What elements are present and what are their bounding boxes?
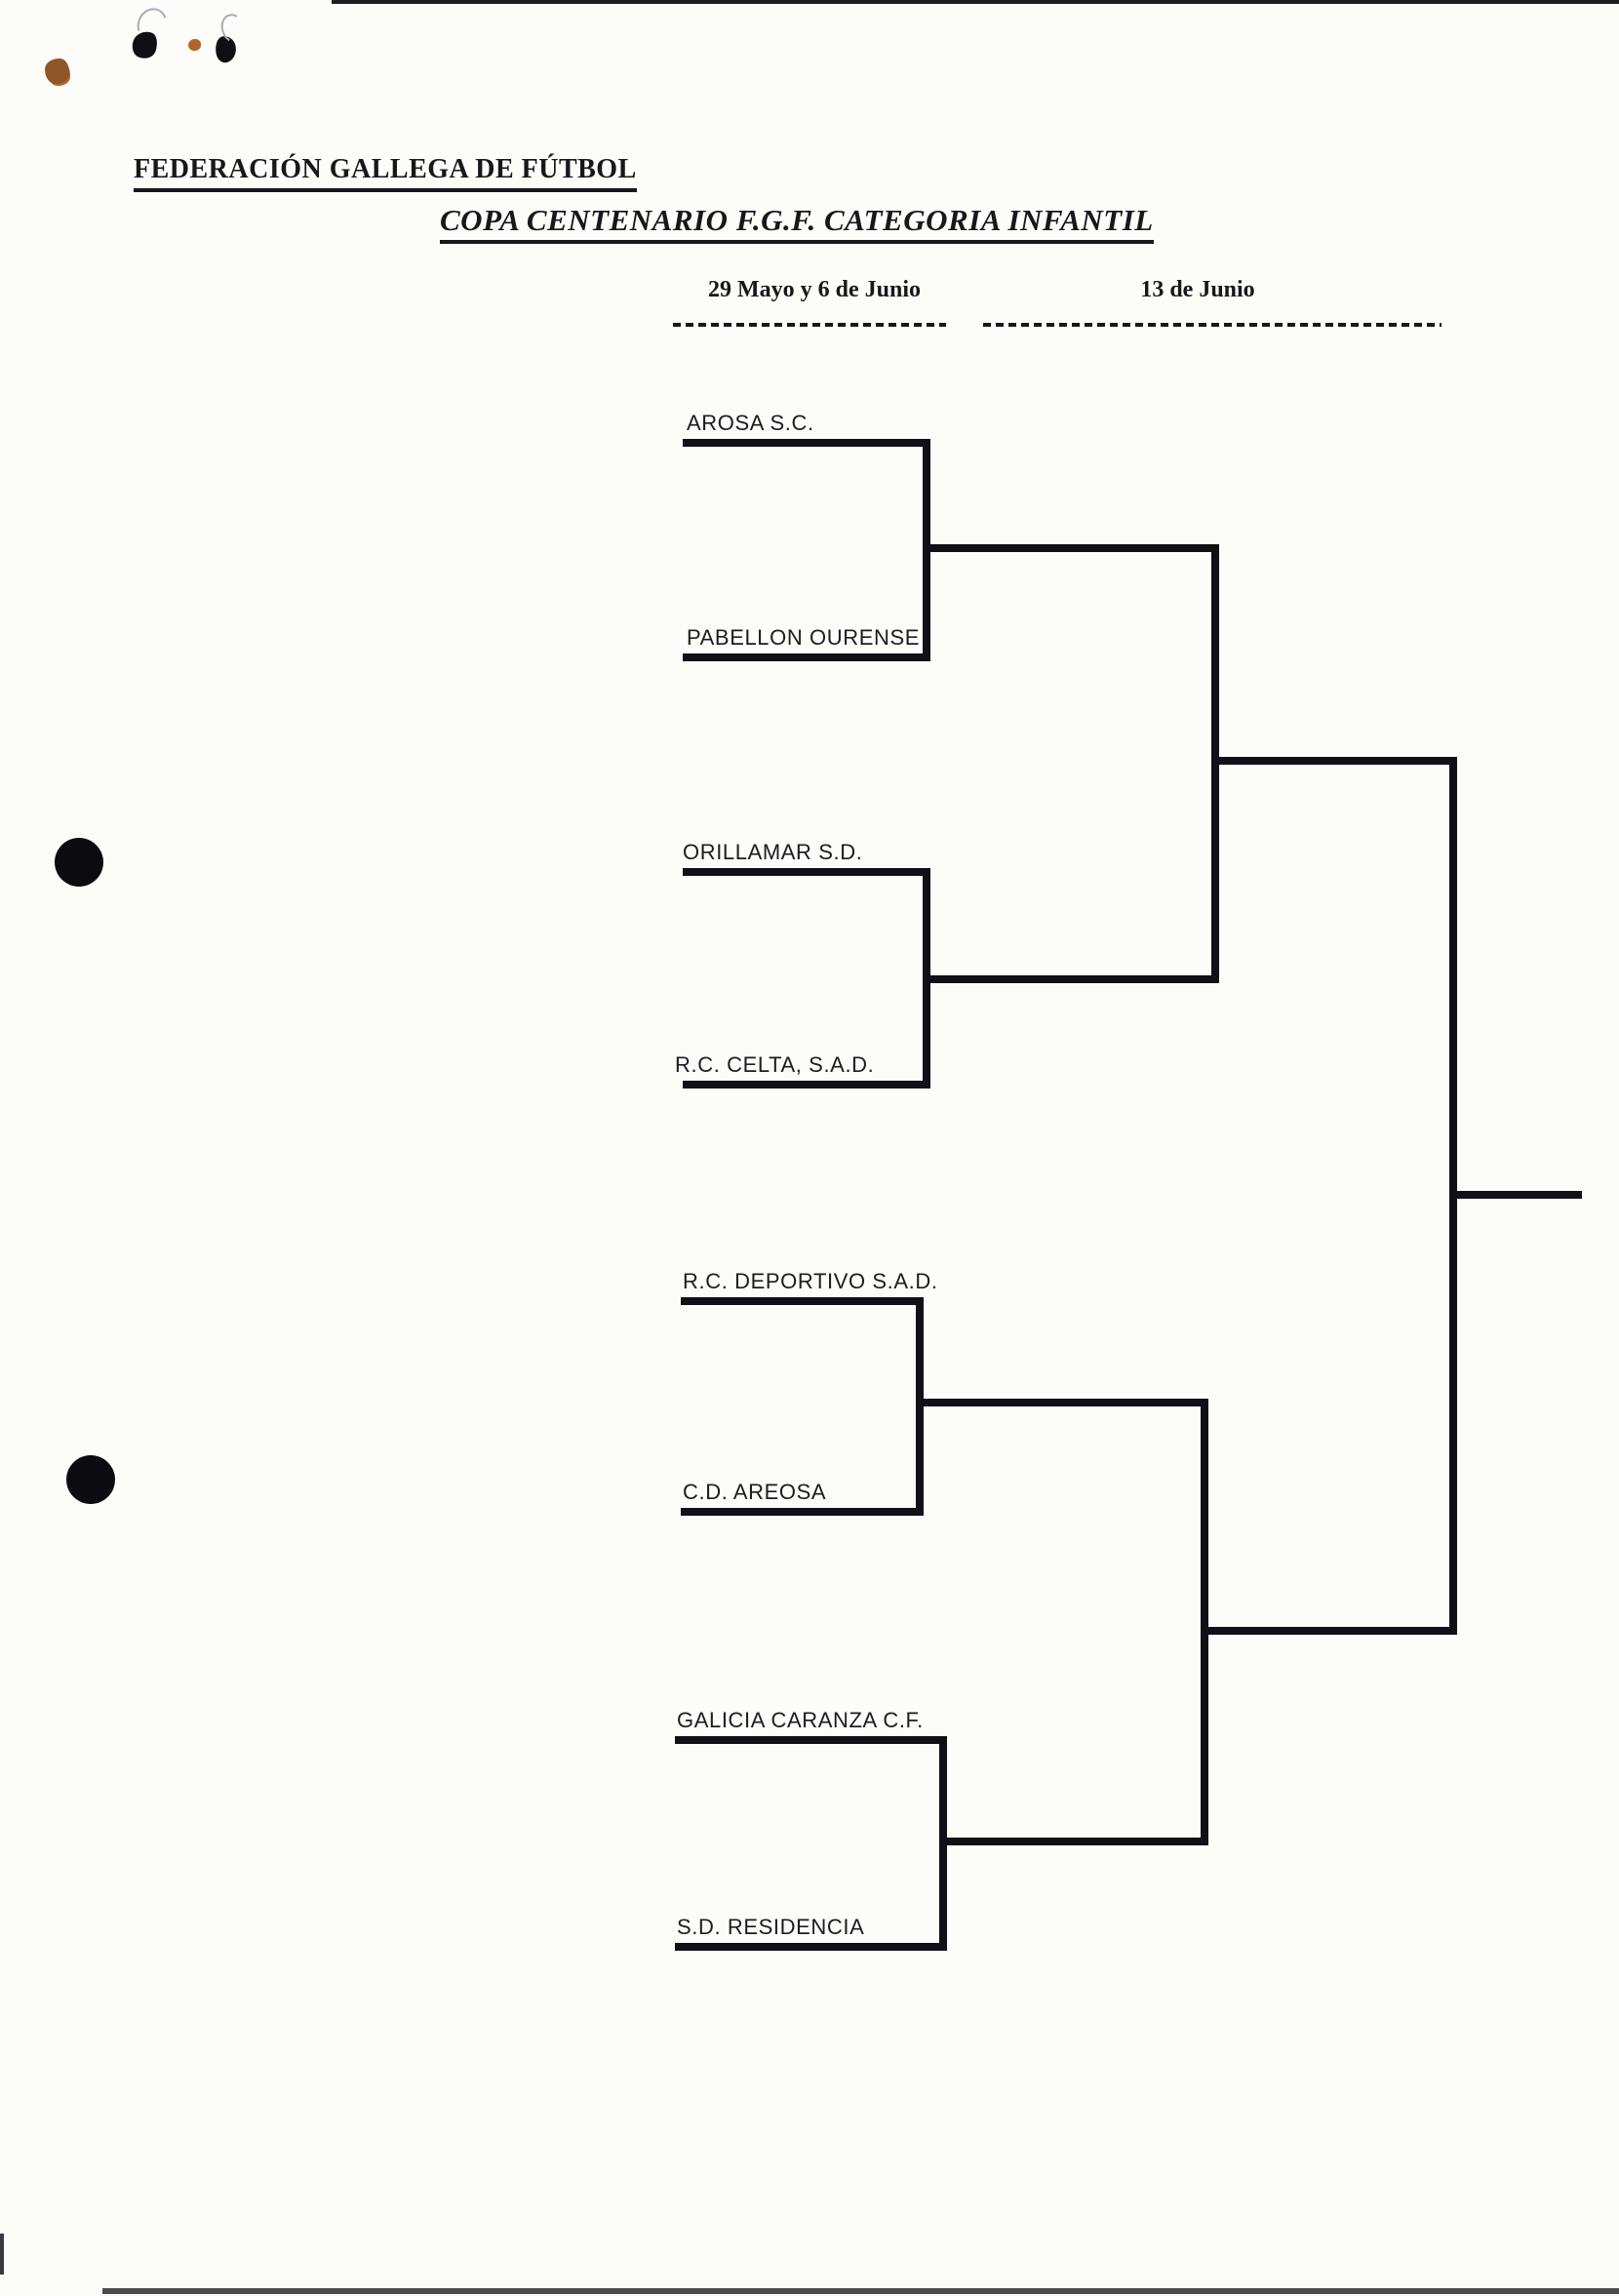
bracket-line-horizontal [923,975,1219,983]
scan-edge-notch [0,2234,4,2275]
team-label-galicia-caranza-c-f: GALICIA CARANZA C.F. [677,1708,924,1732]
hole-punch-dot [66,1455,115,1504]
team-label-c-d-areosa: C.D. AREOSA [683,1480,827,1504]
team-label-r-c-deportivo-s-a-d: R.C. DEPORTIVO S.A.D. [683,1269,938,1293]
bracket-line-horizontal [683,653,930,661]
bracket-line-horizontal [683,439,930,447]
federation-title: FEDERACIÓN GALLEGA DE FÚTBOL [134,154,637,192]
bracket-line-horizontal [681,1508,924,1516]
bracket-line-horizontal [916,1399,1208,1406]
team-label-r-c-celta-s-a-d: R.C. CELTA, S.A.D. [675,1052,875,1077]
bracket-line-horizontal [683,1081,930,1089]
scan-edge-top [332,0,1619,4]
round2-date-label: 13 de Junio [1140,277,1255,302]
team-label-pabellon-ourense: PABELLON OURENSE [687,625,921,650]
bracket-line-horizontal [675,1736,947,1744]
round1-date-label: 29 Mayo y 6 de Junio [707,277,921,302]
stain-spot [188,39,201,51]
scan-edge-bottom [102,2288,1619,2294]
bracket-line-horizontal [1449,1191,1582,1199]
bracket-line-horizontal [939,1838,1208,1845]
bracket-line-horizontal [683,868,930,876]
bracket-line-horizontal [1201,1627,1457,1635]
bracket-line-horizontal [923,544,1219,552]
round2-dashed-rule [983,323,1441,327]
hole-punch-dot [55,838,103,887]
team-label-s-d-residencia: S.D. RESIDENCIA [677,1915,865,1939]
bracket-line-vertical [916,1297,924,1516]
bracket-line-horizontal [681,1297,924,1305]
team-label-orillamar-s-d: ORILLAMAR S.D. [683,840,863,864]
stain-spot [45,59,69,84]
round1-dashed-rule [673,323,946,327]
bracket-line-horizontal [675,1943,947,1951]
page-title: COPA CENTENARIO F.G.F. CATEGORIA INFANTI… [440,203,1154,244]
bracket-line-vertical [1201,1399,1208,1845]
bracket-line-horizontal [1211,757,1457,765]
team-label-arosa-s-c: AROSA S.C. [687,411,814,435]
